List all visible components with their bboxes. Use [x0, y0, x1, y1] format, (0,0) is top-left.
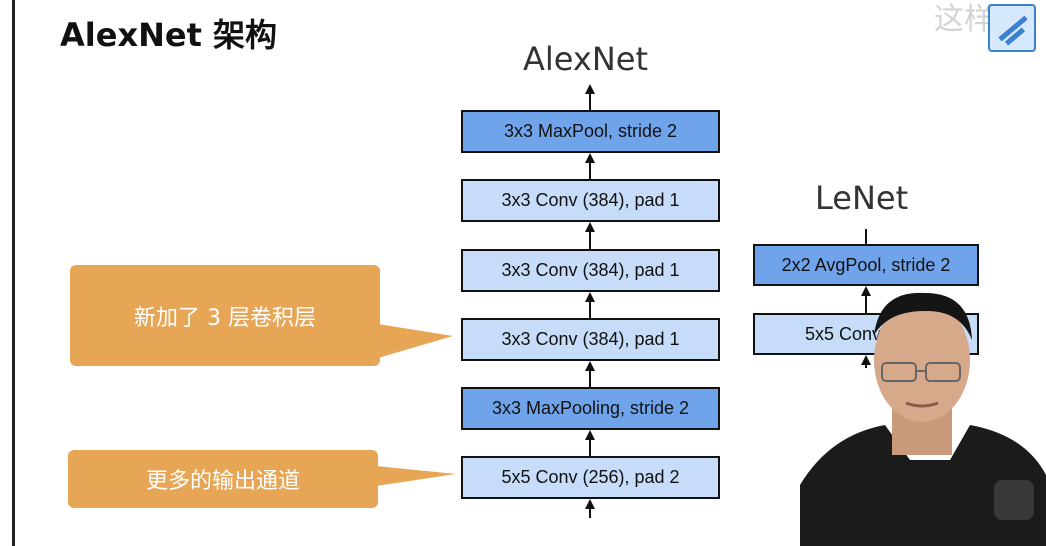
alexnet-arrow-5-4 — [589, 368, 591, 387]
alexnet-arrowhead-6-5 — [585, 430, 595, 440]
alexnet-layer-2: 3x3 Conv (384), pad 1 — [461, 179, 720, 222]
alexnet-arrow-6-5 — [589, 437, 591, 456]
alexnet-arrow-in — [589, 506, 591, 518]
alexnet-arrowhead-4-3 — [585, 292, 595, 302]
video-play-icon[interactable] — [994, 480, 1034, 520]
alexnet-arrowhead-5-4 — [585, 361, 595, 371]
alexnet-layer-6: 5x5 Conv (256), pad 2 — [461, 456, 720, 499]
lenet-title: LeNet — [815, 179, 909, 217]
alexnet-arrowhead-3-2 — [585, 222, 595, 232]
slide-title: AlexNet 架构 — [60, 16, 278, 54]
alexnet-layer-1: 3x3 MaxPool, stride 2 — [461, 110, 720, 153]
alexnet-layer-3: 3x3 Conv (384), pad 1 — [461, 249, 720, 292]
lenet-layer-1: 2x2 AvgPool, stride 2 — [753, 244, 979, 286]
lenet-arrowhead-2-1 — [861, 286, 871, 296]
alexnet-layer-4: 3x3 Conv (384), pad 1 — [461, 318, 720, 361]
channel-logo-icon — [988, 4, 1036, 52]
alexnet-arrowhead-2-1 — [585, 153, 595, 163]
callout-tail-1 — [378, 324, 453, 358]
callout-more-channels: 更多的输出通道 — [68, 450, 378, 508]
callout-tail-2 — [376, 466, 456, 486]
alexnet-layer-5: 3x3 MaxPooling, stride 2 — [461, 387, 720, 430]
alexnet-arrowhead-in — [585, 499, 595, 509]
alexnet-arrow-4-3 — [589, 299, 591, 318]
presenter-image — [800, 292, 1046, 546]
lenet-arrow-2-1 — [865, 293, 867, 313]
slide-left-border — [12, 0, 15, 546]
callout-new-conv-layers: 新加了 3 层卷积层 — [70, 265, 380, 366]
lenet-arrow-out — [865, 229, 867, 244]
alexnet-title: AlexNet — [523, 40, 649, 78]
alexnet-arrow-2-1 — [589, 160, 591, 179]
alexnet-arrow-3-2 — [589, 229, 591, 249]
alexnet-arrow-out — [589, 90, 591, 110]
alexnet-arrowhead-out — [585, 84, 595, 94]
lenet-arrowhead-in — [861, 355, 871, 365]
presenter-video — [800, 285, 1046, 546]
